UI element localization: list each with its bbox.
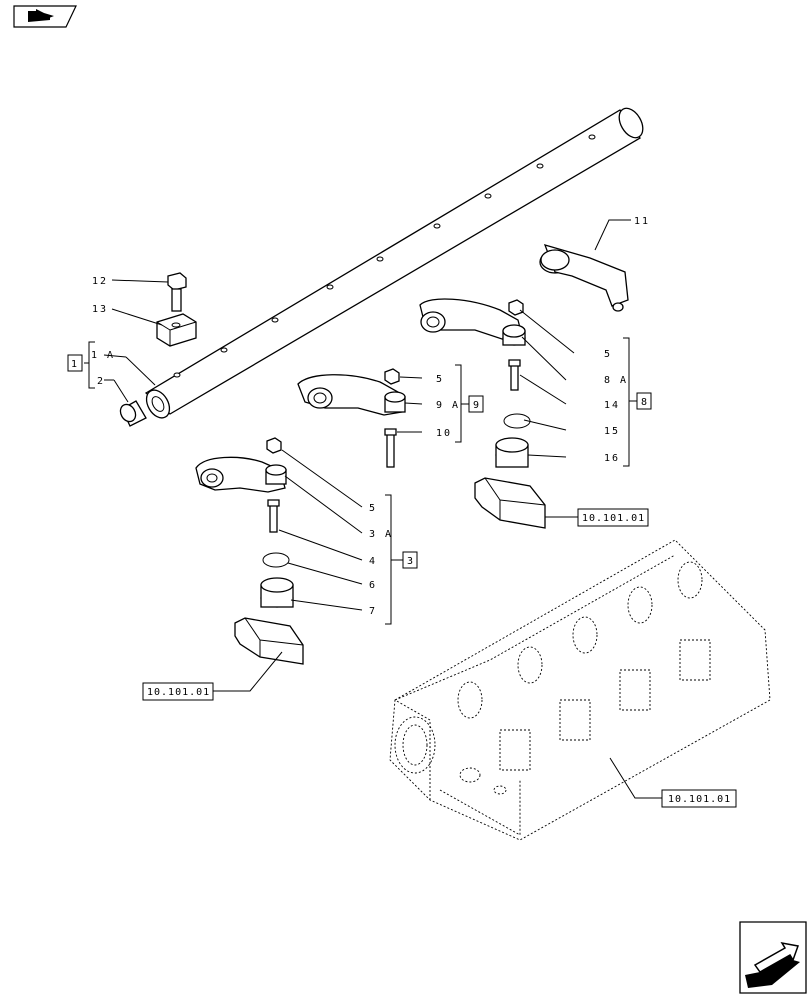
svg-text:10.101.01: 10.101.01 (668, 794, 731, 805)
callout-5-group8: 5 (604, 349, 612, 360)
callout-10: 10 (436, 428, 452, 439)
callout-6: 6 (369, 580, 377, 591)
callout-labels: 12 13 1 A 2 11 5 8 A 14 15 16 5 9 A 10 5… (91, 216, 650, 617)
callout-12: 12 (92, 276, 108, 287)
rocker-shaft (144, 107, 644, 419)
svg-text:10.101.01: 10.101.01 (147, 687, 210, 698)
callout-5-group9: 5 (436, 374, 444, 385)
rocker-arm-11 (539, 244, 629, 312)
callout-8a: 8 A (604, 375, 628, 386)
callout-16: 16 (604, 453, 620, 464)
next-page-arrow-icon[interactable] (739, 921, 807, 994)
book-arrow-icon[interactable] (13, 5, 77, 28)
svg-text:10.101.01: 10.101.01 (582, 513, 645, 524)
callout-15: 15 (604, 426, 620, 437)
group-box-3[interactable]: 3 (402, 551, 418, 569)
reference-link-head[interactable]: 10.101.01 (661, 789, 737, 808)
callout-3a: 3 A (369, 529, 393, 540)
group-box-8[interactable]: 8 (636, 392, 652, 410)
callout-5-group3: 5 (369, 503, 377, 514)
callout-9a: 9 A (436, 400, 460, 411)
reference-link-upper[interactable]: 10.101.01 (577, 508, 649, 527)
rocker-arm-8a (419, 298, 531, 468)
callout-13: 13 (92, 304, 108, 315)
callout-7: 7 (369, 606, 377, 617)
bolt-12 (167, 272, 187, 312)
support-block-13 (156, 313, 197, 347)
brackets (84, 337, 637, 625)
svg-text:3: 3 (407, 556, 413, 567)
svg-text:1: 1 (71, 359, 77, 370)
svg-text:8: 8 (641, 397, 647, 408)
reference-link-left[interactable]: 10.101.01 (142, 682, 214, 701)
callout-11: 11 (634, 216, 650, 227)
callout-4: 4 (369, 556, 377, 567)
callout-2: 2 (97, 376, 105, 387)
callout-14: 14 (604, 400, 620, 411)
callout-1a: 1 A (91, 350, 115, 361)
rocker-arm-3a (195, 437, 294, 608)
rocker-arm-9a (297, 368, 406, 468)
leader-lines (103, 219, 662, 799)
valve-tip-upper (474, 477, 546, 529)
group-box-9[interactable]: 9 (468, 395, 484, 413)
group-box-1[interactable]: 1 (67, 354, 83, 372)
shaft-plug (119, 400, 147, 427)
valve-tip-lower (234, 617, 304, 665)
svg-text:9: 9 (473, 400, 479, 411)
cylinder-head (389, 539, 771, 841)
